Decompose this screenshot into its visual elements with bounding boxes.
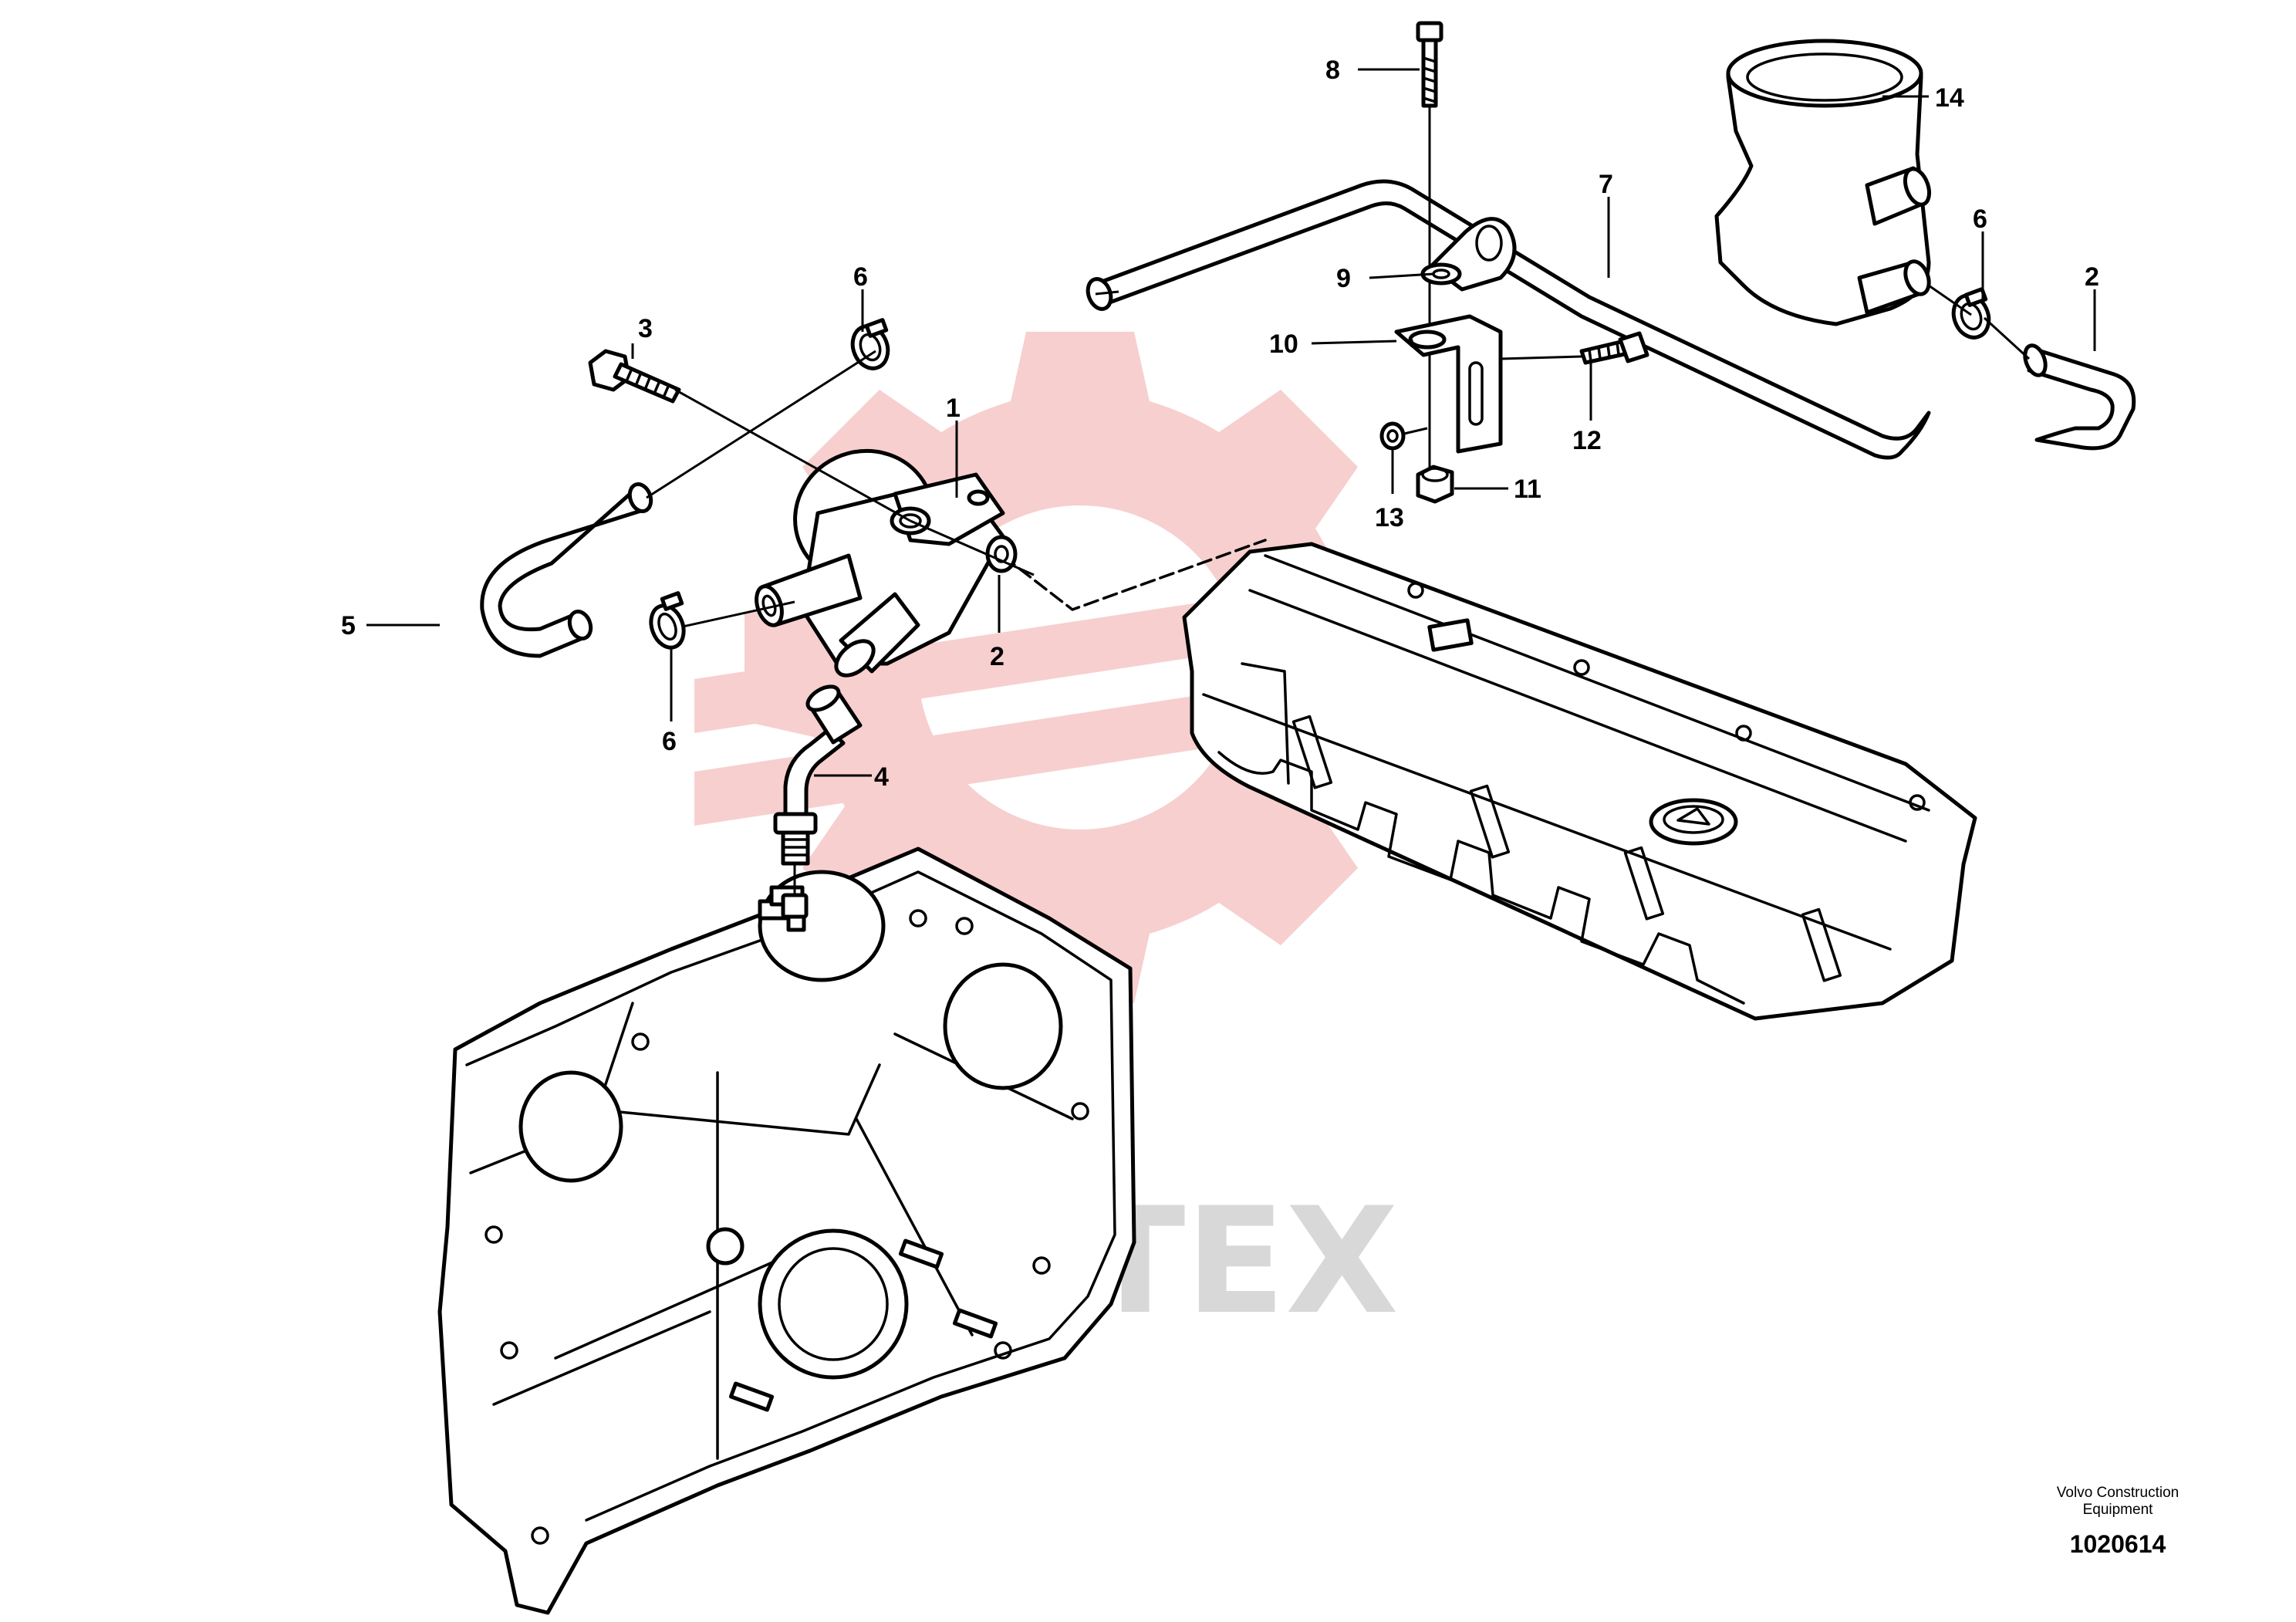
part-5-hose bbox=[480, 482, 653, 658]
callout-5: 5 bbox=[341, 611, 356, 640]
callout-9: 9 bbox=[1336, 264, 1351, 293]
part-1-oil-separator bbox=[755, 448, 1005, 678]
part-6-hose-clamp bbox=[649, 591, 686, 650]
company-name-line2: Equipment bbox=[2083, 1502, 2154, 1518]
callout-8: 8 bbox=[1325, 56, 1340, 85]
callout-10: 10 bbox=[1269, 329, 1298, 359]
part-3-bolt bbox=[588, 349, 681, 404]
callout-leaders bbox=[366, 68, 2096, 777]
callout-6: 6 bbox=[662, 727, 677, 756]
timing-gear-cover bbox=[437, 846, 1136, 1615]
part-2-hose-end bbox=[2023, 343, 2136, 451]
company-name-line1: Volvo Construction bbox=[2057, 1485, 2179, 1501]
callout-1: 1 bbox=[946, 394, 961, 423]
part-14-intake-pipe bbox=[1714, 39, 1932, 326]
part-4-fitting-pipe bbox=[773, 684, 863, 932]
callout-7: 7 bbox=[1599, 170, 1613, 199]
callout-2: 2 bbox=[990, 642, 1004, 671]
valve-cover bbox=[1182, 542, 1977, 1021]
callout-3: 3 bbox=[638, 314, 653, 343]
callout-4: 4 bbox=[874, 762, 889, 792]
part-10-bracket bbox=[1394, 314, 1503, 454]
callout-13: 13 bbox=[1375, 503, 1404, 532]
part-11-nut bbox=[1416, 465, 1454, 504]
part-8-bolt bbox=[1416, 21, 1443, 108]
part-12-bolt bbox=[1579, 331, 1649, 365]
callout-labels: 1 2 2 3 4 5 6 6 6 7 8 9 10 11 12 13 14 bbox=[341, 56, 2099, 792]
part-13-washer bbox=[1379, 421, 1406, 451]
callout-11: 11 bbox=[1514, 475, 1541, 504]
callout-6: 6 bbox=[853, 262, 868, 292]
drawing-number: 1020614 bbox=[2070, 1530, 2166, 1558]
callout-12: 12 bbox=[1572, 426, 1602, 455]
callout-6: 6 bbox=[1973, 204, 1987, 234]
callout-2: 2 bbox=[2085, 262, 2099, 292]
part-6-hose-clamp bbox=[1951, 287, 1991, 340]
drawing-footer: Volvo Construction Equipment 1020614 bbox=[2057, 1485, 2179, 1558]
part-9-hose-clip bbox=[1420, 217, 1517, 292]
callout-14: 14 bbox=[1935, 83, 1964, 113]
